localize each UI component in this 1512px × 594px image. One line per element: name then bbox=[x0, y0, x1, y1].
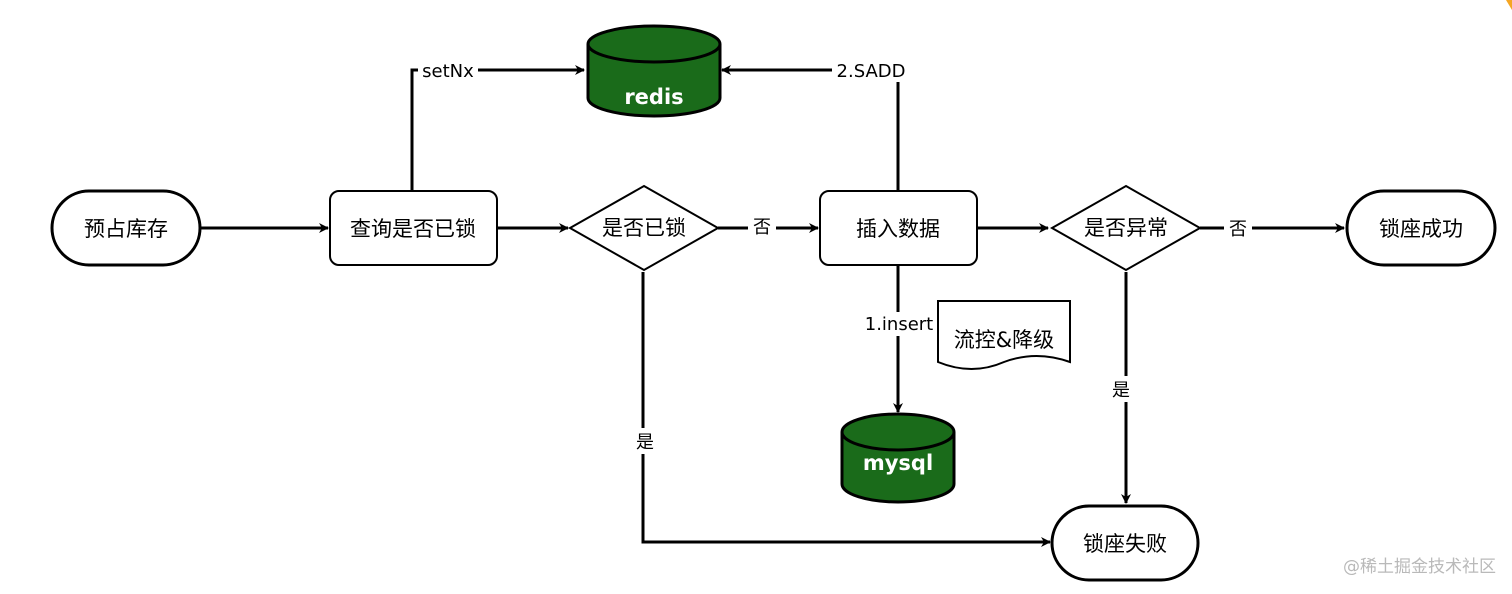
edge-label-locked-text: 是 bbox=[636, 432, 654, 453]
edge-label-exception: 是 bbox=[1108, 376, 1136, 402]
edge-label-no-exception: 否 bbox=[1224, 215, 1252, 241]
edge-label-insert: 1.insert bbox=[862, 312, 936, 336]
query-lock-node-label: 查询是否已锁 bbox=[350, 217, 476, 241]
edge-label-not-locked: 否 bbox=[748, 213, 776, 239]
is-exception-decision-label: 是否异常 bbox=[1084, 216, 1168, 240]
edge-label-locked: 是 bbox=[632, 428, 658, 454]
edge-label-setnx-text: setNx bbox=[422, 61, 474, 82]
edge-query-to-redis bbox=[410, 65, 585, 190]
is-locked-decision-label: 是否已锁 bbox=[602, 216, 686, 240]
edge-label-sadd-text: 2.SADD bbox=[837, 61, 906, 82]
is-locked-decision: 是否已锁 bbox=[567, 184, 721, 272]
failure-node: 锁座失败 bbox=[1050, 504, 1200, 582]
start-node: 预占库存 bbox=[50, 189, 202, 267]
corner-mark bbox=[1506, 0, 1512, 10]
flow-control-document-label: 流控&降级 bbox=[954, 328, 1054, 352]
edge-label-no-exception-text: 否 bbox=[1229, 219, 1247, 240]
edge-label-not-locked-text: 否 bbox=[753, 217, 771, 238]
edge-is-locked-to-failure bbox=[641, 272, 1051, 547]
flow-control-document: 流控&降级 bbox=[937, 300, 1071, 370]
mysql-database-label: mysql bbox=[863, 451, 933, 475]
redis-database-label: redis bbox=[624, 85, 683, 109]
query-lock-node: 查询是否已锁 bbox=[329, 190, 498, 266]
redis-database: redis bbox=[586, 24, 722, 118]
mysql-database: mysql bbox=[840, 412, 956, 504]
failure-node-label: 锁座失败 bbox=[1083, 532, 1167, 556]
insert-data-node-label: 插入数据 bbox=[856, 217, 940, 241]
edge-insert-to-redis bbox=[721, 65, 900, 190]
watermark-text: @稀土掘金技术社区 bbox=[1343, 557, 1496, 577]
edge-label-exception-text: 是 bbox=[1112, 380, 1130, 401]
is-exception-decision: 是否异常 bbox=[1049, 184, 1203, 272]
success-node-label: 锁座成功 bbox=[1379, 217, 1463, 241]
insert-data-node: 插入数据 bbox=[819, 190, 978, 266]
success-node: 锁座成功 bbox=[1345, 189, 1497, 267]
edge-label-sadd: 2.SADD bbox=[832, 58, 910, 82]
start-node-label: 预占库存 bbox=[84, 217, 168, 241]
edge-label-setnx: setNx bbox=[418, 58, 478, 82]
edge-label-insert-text: 1.insert bbox=[865, 314, 934, 335]
